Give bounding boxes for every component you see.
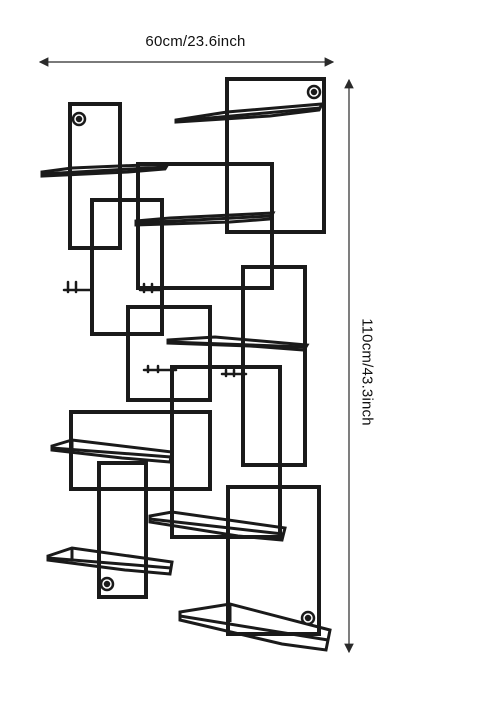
shelf-center-mid: [166, 335, 310, 352]
mounting-hole-top-right-icon: [306, 84, 322, 100]
glass-hook-center-upper: [138, 282, 162, 294]
shelf-bottom-right: [178, 602, 332, 652]
width-label: 60cm/23.6inch: [145, 33, 246, 50]
shelf-top-right: [174, 102, 325, 124]
frame-rect-center-large: [136, 162, 274, 290]
height-label: 110cm/43.3inch: [358, 318, 376, 426]
glass-hook-right-mid: [220, 368, 248, 378]
mounting-hole-bottom-left-icon: [99, 576, 115, 592]
glass-hook-left-upper: [62, 280, 94, 294]
shelf-bottom-left: [46, 546, 174, 576]
frame-rect-center-mid: [126, 305, 212, 402]
shelf-center-upper: [134, 211, 276, 227]
shelf-center-lower: [148, 510, 287, 542]
glass-hook-center-mid: [142, 364, 178, 374]
shelf-top-left: [40, 162, 171, 178]
shelf-left-lower: [50, 438, 174, 464]
frame-rect-bottom-left: [97, 461, 148, 599]
frame-rect-bottom-right: [226, 485, 321, 636]
frame-rect-top-right: [225, 77, 326, 234]
mounting-hole-bottom-right-icon: [300, 610, 316, 626]
mounting-hole-top-left-icon: [71, 111, 87, 127]
